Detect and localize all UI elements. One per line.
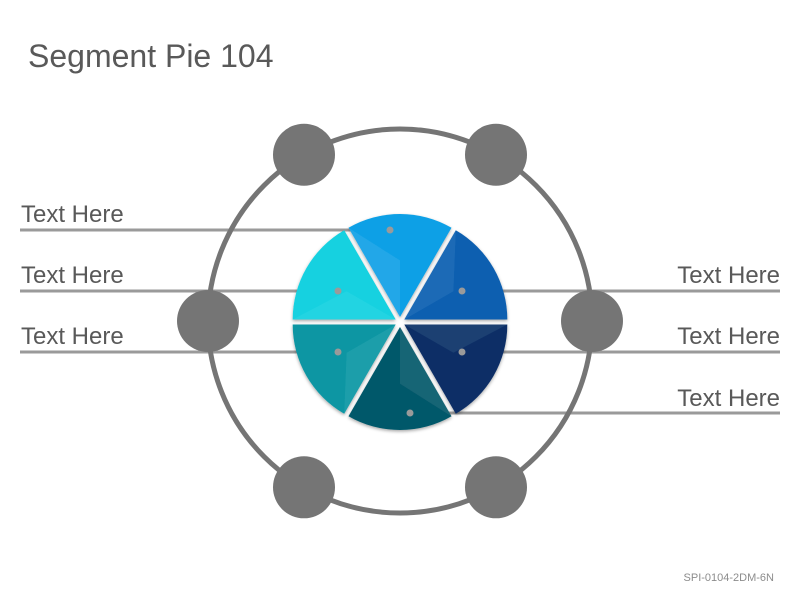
ring-node-6 <box>177 290 239 352</box>
label-right-2: Text Here <box>677 323 780 350</box>
pie-segment-facet-1 <box>348 227 400 317</box>
ring-node-1 <box>273 123 335 186</box>
label-left-2: Text Here <box>21 262 124 289</box>
pie-segment-3 <box>404 324 508 414</box>
pie-segment-facet-6 <box>292 291 396 320</box>
leader-dot-6 <box>406 409 414 417</box>
leader-dot-3 <box>334 348 342 356</box>
pie-segment-facet-4 <box>400 327 452 417</box>
label-right-1: Text Here <box>677 262 780 289</box>
label-left-3: Text Here <box>21 323 124 350</box>
leader-dot-4 <box>458 287 466 295</box>
leader-dot-5 <box>458 348 466 356</box>
ring-node-4 <box>465 456 527 519</box>
leader-lines <box>20 228 780 415</box>
label-left-1: Text Here <box>21 201 124 228</box>
pie-segment-facet-2 <box>404 230 456 320</box>
pie-segment-facet-5 <box>344 324 396 414</box>
page-title: Segment Pie 104 <box>28 38 274 74</box>
footer-code: SPI-0104-2DM-6N <box>683 572 774 584</box>
pie-segment-facet-3 <box>404 324 508 353</box>
ring-node-2 <box>465 123 527 186</box>
leader-dots <box>334 226 466 417</box>
outer-ring <box>177 123 623 519</box>
leader-dot-1 <box>386 226 394 234</box>
ring-node-3 <box>561 290 623 352</box>
label-right-3: Text Here <box>677 385 780 412</box>
ring-circle <box>205 126 595 516</box>
ring-node-5 <box>273 456 335 519</box>
pie-segment-6 <box>292 230 396 320</box>
leader-dot-2 <box>334 287 342 295</box>
segment-pie <box>292 214 508 430</box>
